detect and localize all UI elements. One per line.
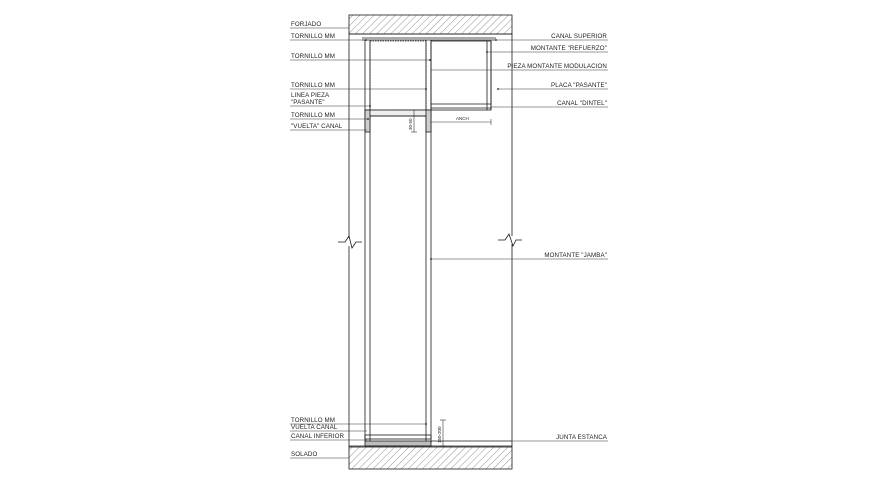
label-tornillo-2: TORNILLO MM (291, 53, 335, 60)
label-solado: SOLADO (291, 451, 317, 458)
jamb-stud-left (364, 40, 371, 441)
label-junta-estanca: JUNTA ESTANCA (556, 434, 608, 441)
label-tornillo-3: TORNILLO MM (291, 82, 335, 89)
label-pieza-montante: PIEZA MONTANTE MODULACION (507, 63, 607, 70)
lintel-channel (364, 109, 432, 133)
label-canal-superior: CANAL SUPERIOR (551, 33, 607, 40)
label-pasante: "PASANTE" (291, 99, 325, 106)
base-channel (349, 434, 512, 447)
lintel-dimension (430, 119, 492, 125)
top-channel (349, 33, 512, 41)
label-forjado: FORJADO (291, 21, 321, 28)
label-linea-pieza: LINEA PIEZA (291, 92, 330, 99)
label-tornillo-5: TORNILLO MM (291, 417, 335, 424)
lintel-height-dim: 30-50 (408, 118, 413, 130)
left-label-lines (290, 27, 430, 459)
right-label-lines (431, 39, 608, 442)
label-placa-pasante: PLACA "PASANTE" (551, 82, 607, 89)
label-canal-inferior: CANAL INFERIOR (291, 433, 345, 440)
label-tornillo-1: TORNILLO MM (291, 33, 335, 40)
leader-dots (365, 39, 499, 425)
ceiling-slab (348, 14, 513, 35)
label-tornillo-4: TORNILLO MM (291, 112, 335, 119)
lintel-width-dim: ANCH (456, 116, 469, 121)
base-height-dim: 150-200 (437, 426, 442, 443)
upper-opening-frame (369, 40, 492, 111)
jamb-stud-right (425, 40, 432, 443)
floor-slab (348, 446, 513, 470)
label-vuelta-canal-1: "VUELTA" CANAL (291, 123, 343, 130)
label-vuelta-canal-2: VUELTA CANAL (291, 424, 338, 431)
label-canal-dintel: CANAL "DINTEL" (557, 100, 607, 107)
wall-planes (348, 34, 513, 447)
break-marker-right (498, 233, 522, 248)
label-montante-refuerzo: MONTANTE "REFUERZO" (531, 45, 607, 52)
base-height-dimension (440, 419, 446, 447)
lintel-height-dimension (411, 109, 417, 133)
break-marker-left (338, 235, 362, 249)
label-montante-jamba: MONTANTE "JAMBA" (544, 252, 607, 259)
